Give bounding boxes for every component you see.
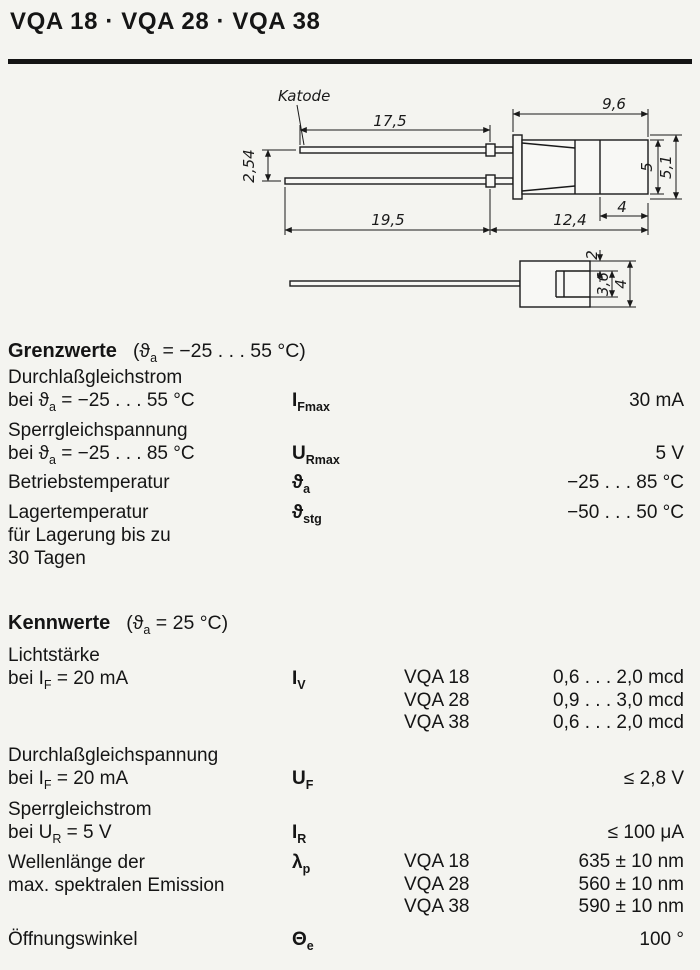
row-label: Durchlaßgleichstrom bei ϑa = −25 . . . 5… [8, 366, 195, 414]
row-label: Durchlaßgleichspannung bei IF = 20 mA [8, 744, 219, 792]
label-line: max. spektralen Emission [8, 875, 225, 896]
symbol-uf: UF [292, 768, 314, 792]
variant-name: VQA 28 [404, 873, 470, 895]
section-condition: (ϑa = −25 . . . 55 °C) [132, 340, 306, 365]
label-line: Öffnungswinkel [8, 929, 138, 950]
variant-name: VQA 38 [404, 712, 470, 733]
label-line: Betriebstemperatur [8, 472, 170, 493]
variant-row: VQA 38 0,6 . . . 2,0 mcd [0, 712, 700, 735]
label-line: bei UR = 5 V [8, 822, 112, 846]
dim-3-6: 3,6 [594, 272, 612, 296]
symbol-ifmax: IFmax [292, 390, 330, 414]
row-label: Öffnungswinkel [8, 928, 138, 951]
variant-value: 0,6 . . . 2,0 mcd [553, 712, 684, 733]
dim-2-54: 2,54 [240, 149, 258, 182]
variant-name: VQA 18 [404, 667, 470, 688]
variant-value: 560 ± 10 nm [578, 873, 685, 895]
variant-name: VQA 38 [404, 896, 470, 917]
dim-9-6: 9,6 [602, 95, 626, 113]
symbol-theta-a: ϑa [292, 472, 311, 496]
variant-row: VQA 38 590 ± 10 nm [0, 896, 700, 919]
value: −25 . . . 85 °C [567, 472, 684, 493]
variant-row: VQA 28 0,9 . . . 3,0 mcd [0, 690, 700, 713]
led-front-view [289, 260, 591, 308]
page-title: VQA 18 · VQA 28 · VQA 38 [10, 8, 321, 35]
value: ≤ 2,8 V [623, 768, 684, 789]
variant-value: 590 ± 10 nm [578, 896, 685, 917]
label-line: Wellenlänge der [8, 852, 145, 873]
row-label: Sperrgleichspannung bei ϑa = −25 . . . 8… [8, 419, 195, 467]
value: 100 ° [639, 929, 684, 950]
variant-value: 0,9 . . . 3,0 mcd [553, 689, 684, 711]
value: 5 V [655, 443, 684, 464]
led-side-view [284, 134, 649, 200]
label-line: Sperrgleichstrom [8, 799, 152, 820]
value: −50 . . . 50 °C [567, 502, 684, 523]
label-line: Sperrgleichspannung [8, 420, 188, 441]
dim-4-height: 4 [612, 279, 630, 289]
variant-name: VQA 18 [404, 851, 470, 872]
label-line: bei ϑa = −25 . . . 85 °C [8, 443, 195, 467]
kennwerte-heading: Kennwerte (ϑa = 25 °C) [8, 612, 229, 637]
row-label: Betriebstemperatur [8, 471, 170, 494]
dimension-lines [262, 104, 682, 308]
label-line: Durchlaßgleichspannung [8, 745, 219, 766]
variant-values: VQA 18 0,6 . . . 2,0 mcd VQA 28 0,9 . . . … [0, 667, 700, 735]
row-label: Lagertemperatur für Lagerung bis zu 30 T… [8, 501, 171, 570]
dimension-labels: Katode 17,5 9,6 2,54 5 5,1 4 19,5 12,4 2… [240, 87, 675, 296]
label-line: bei IF = 20 mA [8, 668, 129, 692]
label-line: bei ϑa = −25 . . . 55 °C [8, 390, 195, 414]
row-label: Sperrgleichstrom bei UR = 5 V [8, 798, 152, 846]
row-label: Lichtstärke bei IF = 20 mA [8, 644, 129, 692]
row-label: Wellenlänge der max. spektralen Emission [8, 851, 224, 897]
dim-12-4: 12,4 [553, 211, 586, 229]
label-line: für Lagerung bis zu [8, 525, 171, 546]
symbol-iv: IV [292, 668, 306, 692]
dim-19-5: 19,5 [371, 211, 404, 229]
grenzwerte-heading: Grenzwerte (ϑa = −25 . . . 55 °C) [8, 340, 306, 365]
section-title: Kennwerte [8, 612, 111, 634]
label-line: bei IF = 20 mA [8, 768, 129, 792]
variant-row: VQA 28 560 ± 10 nm [0, 874, 700, 897]
symbol-urmax: URmax [292, 443, 340, 467]
title-rule [8, 59, 692, 64]
dim-5: 5 [638, 162, 656, 172]
dim-2: 2 [583, 250, 601, 260]
variant-value: 0,6 . . . 2,0 mcd [553, 667, 684, 688]
technical-drawing: Katode 17,5 9,6 2,54 5 5,1 4 19,5 12,4 2… [240, 87, 682, 308]
variant-name: VQA 28 [404, 689, 470, 711]
katode-label: Katode [278, 87, 330, 105]
value: 30 mA [629, 390, 684, 411]
symbol-ir: IR [292, 822, 307, 846]
variant-value: 635 ± 10 nm [578, 851, 685, 872]
variant-values: VQA 18 635 ± 10 nm VQA 28 560 ± 10 nm VQA … [0, 851, 700, 919]
symbol-theta-stg: ϑstg [292, 502, 322, 526]
section-title: Grenzwerte [8, 340, 117, 362]
symbol-theta-e: Θe [292, 929, 314, 953]
dim-5-1: 5,1 [657, 155, 675, 179]
variant-row: VQA 18 0,6 . . . 2,0 mcd [0, 667, 700, 690]
symbol-lambda-p: λp [292, 852, 311, 876]
value: ≤ 100 μA [607, 822, 684, 843]
dim-17-5: 17,5 [373, 112, 406, 130]
label-line: Lichtstärke [8, 645, 100, 666]
dim-4-front: 4 [617, 198, 627, 216]
section-condition: (ϑa = 25 °C) [126, 612, 229, 637]
label-line: 30 Tagen [8, 548, 86, 569]
label-line: Lagertemperatur [8, 502, 149, 523]
label-line: Durchlaßgleichstrom [8, 367, 183, 388]
variant-row: VQA 18 635 ± 10 nm [0, 851, 700, 874]
